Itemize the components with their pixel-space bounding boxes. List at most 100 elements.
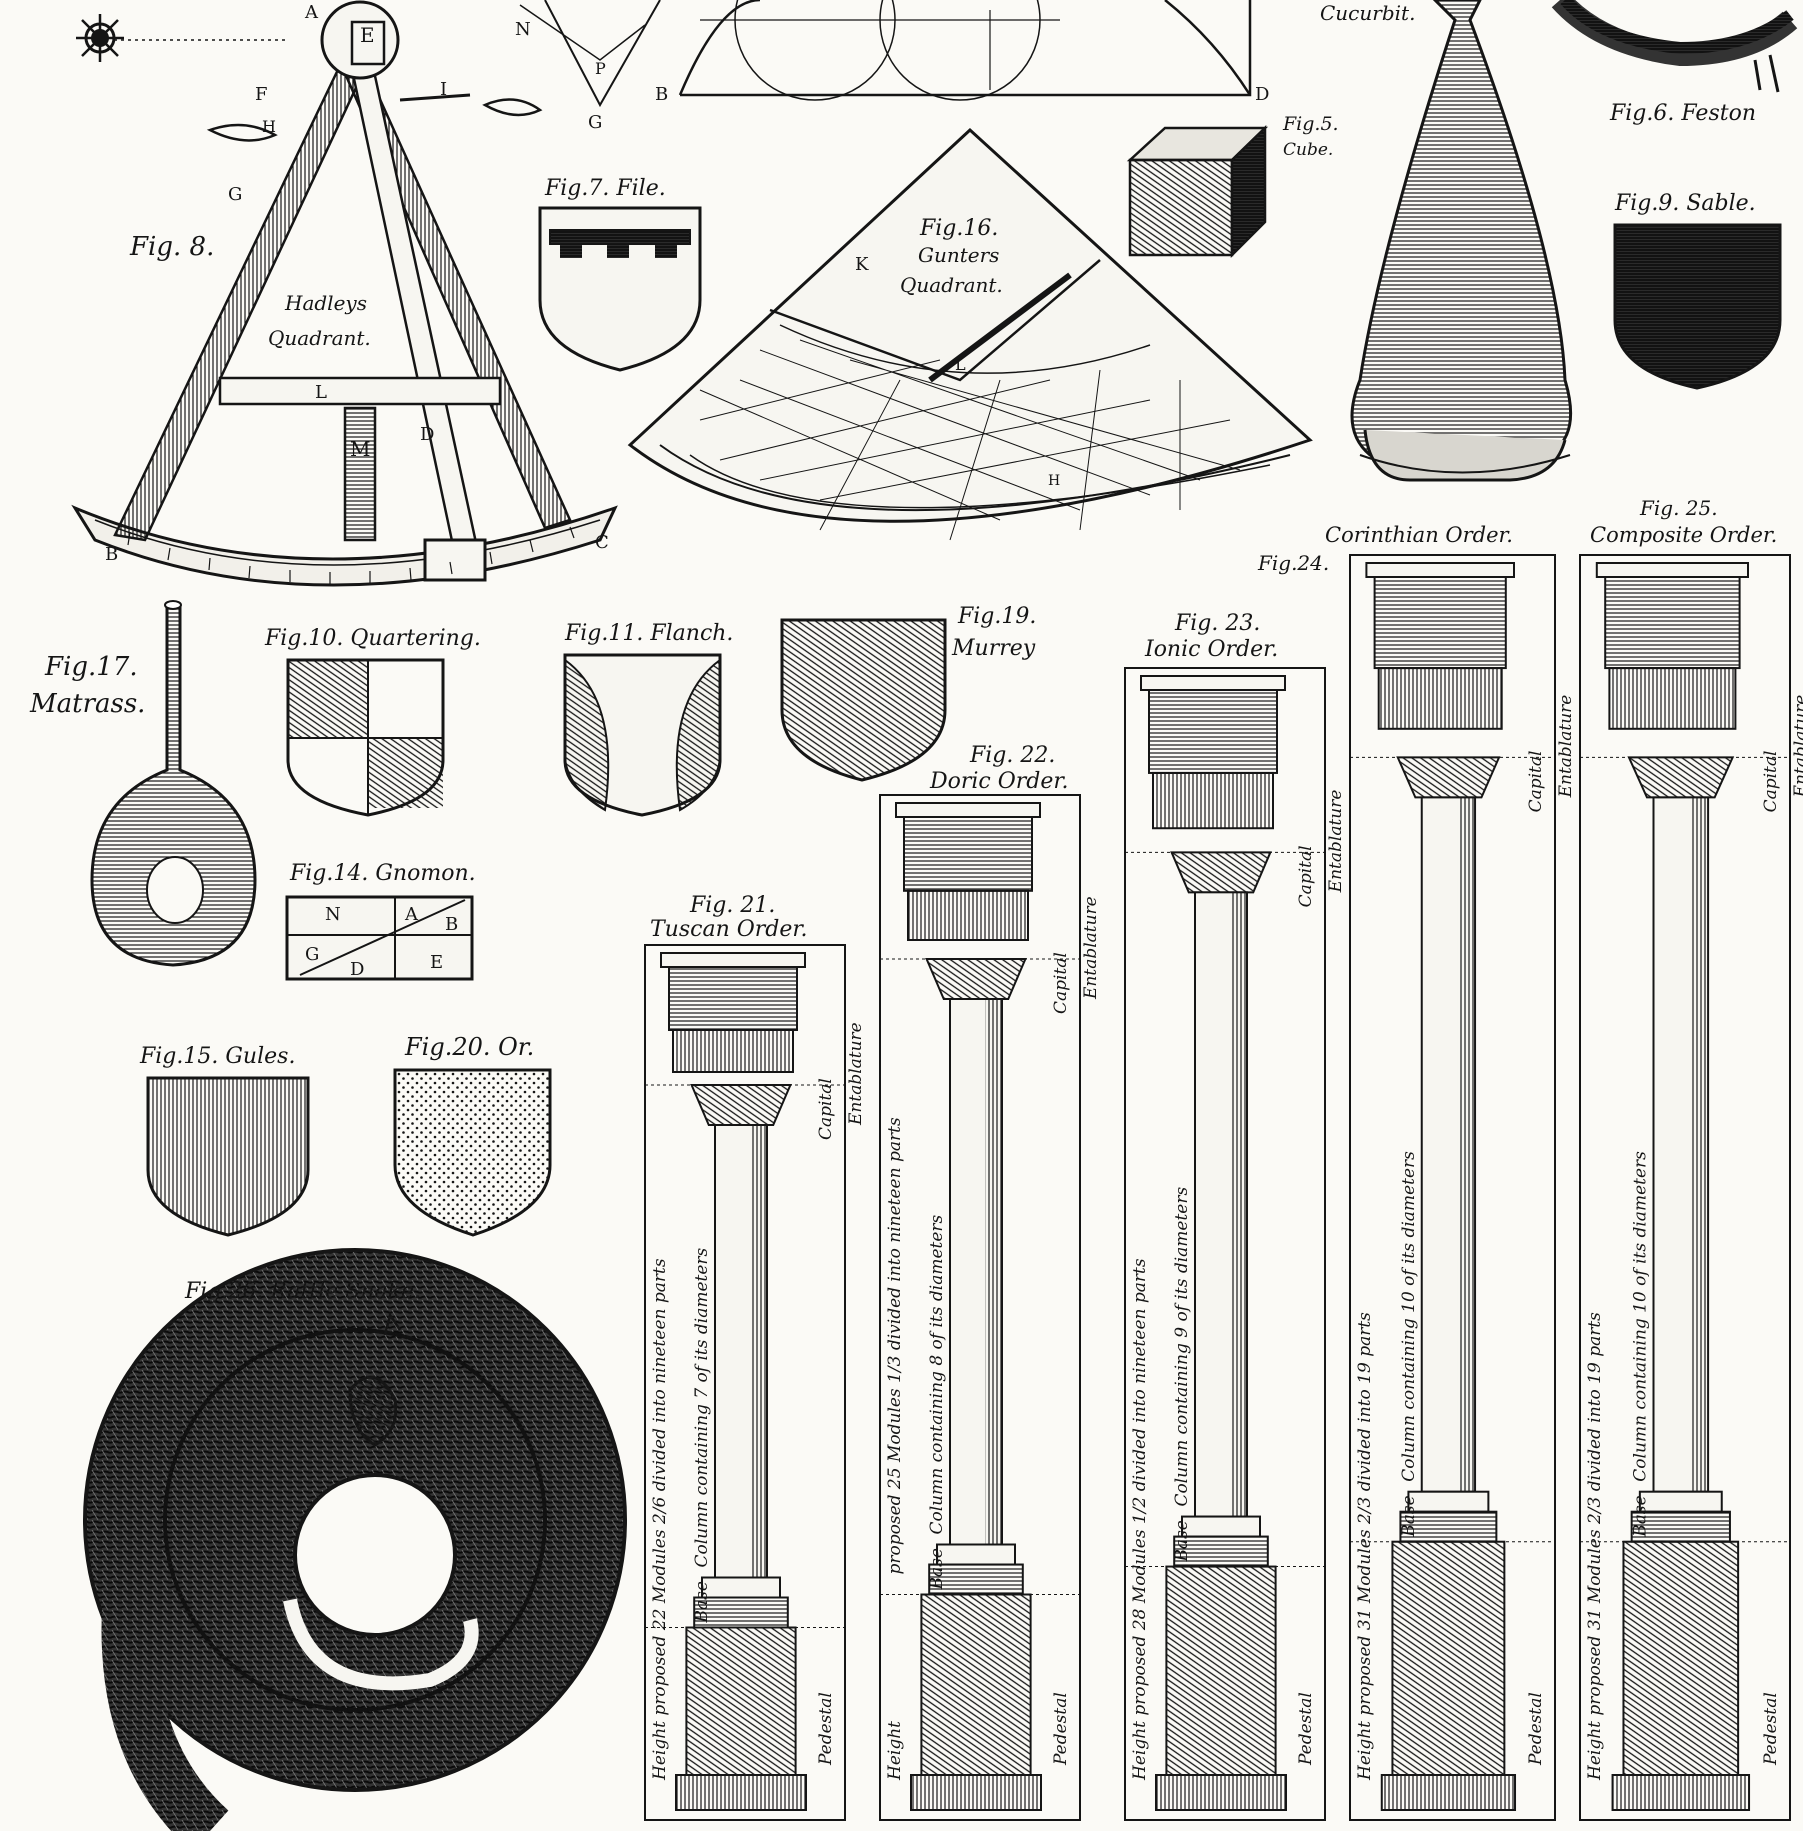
- hadley-quadrant-fig8: [71, 0, 618, 587]
- svg-text:H: H: [1048, 473, 1060, 489]
- cucurbit-caption: Cucurbit.: [1320, 1, 1415, 25]
- doric-base-label: Base: [927, 1548, 947, 1590]
- top-letter: D: [1255, 84, 1269, 105]
- top-semicircle-figure: B D: [655, 0, 1269, 105]
- sextant-letter: B: [105, 544, 118, 565]
- fig24-title: Corinthian Order.: [1325, 523, 1513, 547]
- rattle-snake-fig26: [83, 1248, 627, 1831]
- sextant-letter: M: [350, 437, 370, 461]
- top-letter: G: [588, 112, 602, 133]
- fig5-caption-line2: Cube.: [1283, 140, 1333, 160]
- tuscan-capital-label: Capital: [816, 1078, 836, 1140]
- sextant-letter: F: [255, 84, 268, 105]
- ionic-column-text: Column containing 9 of its diameters: [1172, 1187, 1192, 1507]
- sextant-letter: L: [315, 382, 327, 403]
- ionic-entablature-label: Entablature: [1326, 790, 1346, 894]
- svg-text:G: G: [305, 944, 319, 965]
- sextant-letter: I: [440, 79, 447, 100]
- composite-order: Height proposed 31 Modules 2/3 divided i…: [1579, 554, 1803, 1821]
- ionic-height-text: Height proposed 28 Modules 1/2 divided i…: [1130, 1258, 1150, 1781]
- file-shield-fig7: [538, 206, 702, 372]
- murrey-shield-fig19: [780, 618, 947, 782]
- top-triangle-figure: N P G: [515, 0, 661, 133]
- composite-column-text: Column containing 10 of its diameters: [1631, 1151, 1651, 1482]
- corinthian-base-label: Base: [1399, 1495, 1419, 1537]
- flanch-shield-fig11: [563, 653, 722, 817]
- gnomon-fig14: N A B G D E: [285, 895, 474, 981]
- fig17-caption-line2: Matrass.: [29, 689, 145, 719]
- fig22-caption-line2: Doric Order.: [929, 769, 1069, 794]
- quartering-shield-fig10: [286, 658, 445, 817]
- cucurbit-flask: [1350, 0, 1573, 482]
- ionic-base-label: Base: [1172, 1520, 1192, 1562]
- fig23-caption-line1: Fig. 23.: [1174, 611, 1260, 636]
- tuscan-base-label: Base: [692, 1581, 712, 1623]
- corinthian-order: Height proposed 31 Modules 2/3 divided i…: [1349, 554, 1576, 1821]
- fig6-caption: Fig.6. Feston: [1609, 101, 1756, 126]
- sextant-letter: A: [304, 2, 319, 23]
- or-shield-fig20: [393, 1068, 552, 1237]
- svg-text:L: L: [955, 355, 966, 374]
- fig16-caption-line1: Fig.16.: [919, 216, 998, 241]
- ionic-pedestal-label: Pedestal: [1296, 1692, 1316, 1766]
- fig26-caption: Fig.26. Rattle Snake.: [184, 1279, 421, 1304]
- fig8-caption: Fig. 8.: [129, 232, 214, 262]
- doric-entablature-label: Entablature: [1081, 896, 1101, 1000]
- fig20-caption: Fig.20. Or.: [404, 1033, 534, 1061]
- corinthian-height-text: Height proposed 31 Modules 2/3 divided i…: [1355, 1312, 1375, 1781]
- fig21-caption-line2: Tuscan Order.: [650, 917, 807, 942]
- composite-pedestal-label: Pedestal: [1761, 1692, 1781, 1766]
- composite-capital-label: Capital: [1761, 751, 1781, 813]
- fig8-title-line2: Quadrant.: [268, 326, 371, 350]
- fig8-title-line1: Hadleys: [284, 291, 367, 315]
- fig11-caption: Fig.11. Flanch.: [564, 621, 733, 646]
- fig17-caption-line1: Fig.17.: [44, 652, 138, 682]
- gules-shield-fig15: [146, 1076, 310, 1237]
- fig14-caption: Fig.14. Gnomon.: [289, 861, 476, 886]
- corinthian-capital-label: Capital: [1526, 751, 1546, 813]
- fig9-caption: Fig.9. Sable.: [1614, 191, 1756, 216]
- fig16-caption-line3: Quadrant.: [900, 273, 1003, 297]
- composite-height-text: Height proposed 31 Modules 2/3 divided i…: [1585, 1312, 1605, 1781]
- sextant-letter: H: [262, 117, 276, 136]
- tuscan-pedestal-label: Pedestal: [816, 1692, 836, 1766]
- ionic-capital-label: Capital: [1296, 845, 1316, 907]
- corinthian-column-text: Column containing 10 of its diameters: [1399, 1151, 1419, 1482]
- composite-base-label: Base: [1631, 1495, 1651, 1537]
- svg-text:E: E: [430, 952, 443, 973]
- sable-shield-fig9: [1613, 223, 1782, 390]
- cube-fig5: [1126, 125, 1269, 259]
- doric-column-text: Column containing 8 of its diameters: [927, 1214, 947, 1534]
- fig25-caption-line1: Fig. 25.: [1639, 496, 1718, 520]
- sun-symbol: [76, 14, 285, 62]
- doric-height-label: Height: [885, 1721, 905, 1781]
- svg-text:B: B: [445, 914, 458, 935]
- architectural-orders: Height proposed 22 Modules 2/6 divided i…: [644, 554, 1803, 1821]
- top-letter: P: [595, 59, 606, 78]
- fig24-caption: Fig.24.: [1257, 551, 1329, 575]
- tuscan-column-text: Column containing 7 of its diameters: [692, 1247, 712, 1567]
- doric-pedestal-label: Pedestal: [1051, 1692, 1071, 1766]
- tuscan-entablature-label: Entablature: [846, 1022, 866, 1126]
- corinthian-entablature-label: Entablature: [1556, 695, 1576, 799]
- matrass-flask-fig17: [90, 600, 257, 967]
- fig22-caption-line1: Fig. 22.: [969, 743, 1055, 768]
- svg-text:K: K: [855, 254, 869, 275]
- tuscan-height-text: Height proposed 22 Modules 2/6 divided i…: [650, 1258, 670, 1781]
- sextant-letter: D: [420, 424, 434, 445]
- svg-text:N: N: [325, 904, 341, 925]
- svg-text:D: D: [350, 959, 364, 980]
- sextant-letter: E: [360, 23, 375, 47]
- fig23-caption-line2: Ionic Order.: [1144, 637, 1278, 662]
- gunters-quadrant-fig16: K L H: [627, 127, 1313, 541]
- fig7-caption: Fig.7. File.: [544, 176, 666, 201]
- fig5-caption-line1: Fig.5.: [1282, 113, 1339, 135]
- sextant-letters: A E F G H I L M D B C: [105, 2, 609, 565]
- corinthian-pedestal-label: Pedestal: [1526, 1692, 1546, 1766]
- top-letter: B: [655, 84, 668, 105]
- fig15-caption: Fig.15. Gules.: [139, 1044, 295, 1069]
- fig19-caption-line1: Fig.19.: [957, 604, 1036, 629]
